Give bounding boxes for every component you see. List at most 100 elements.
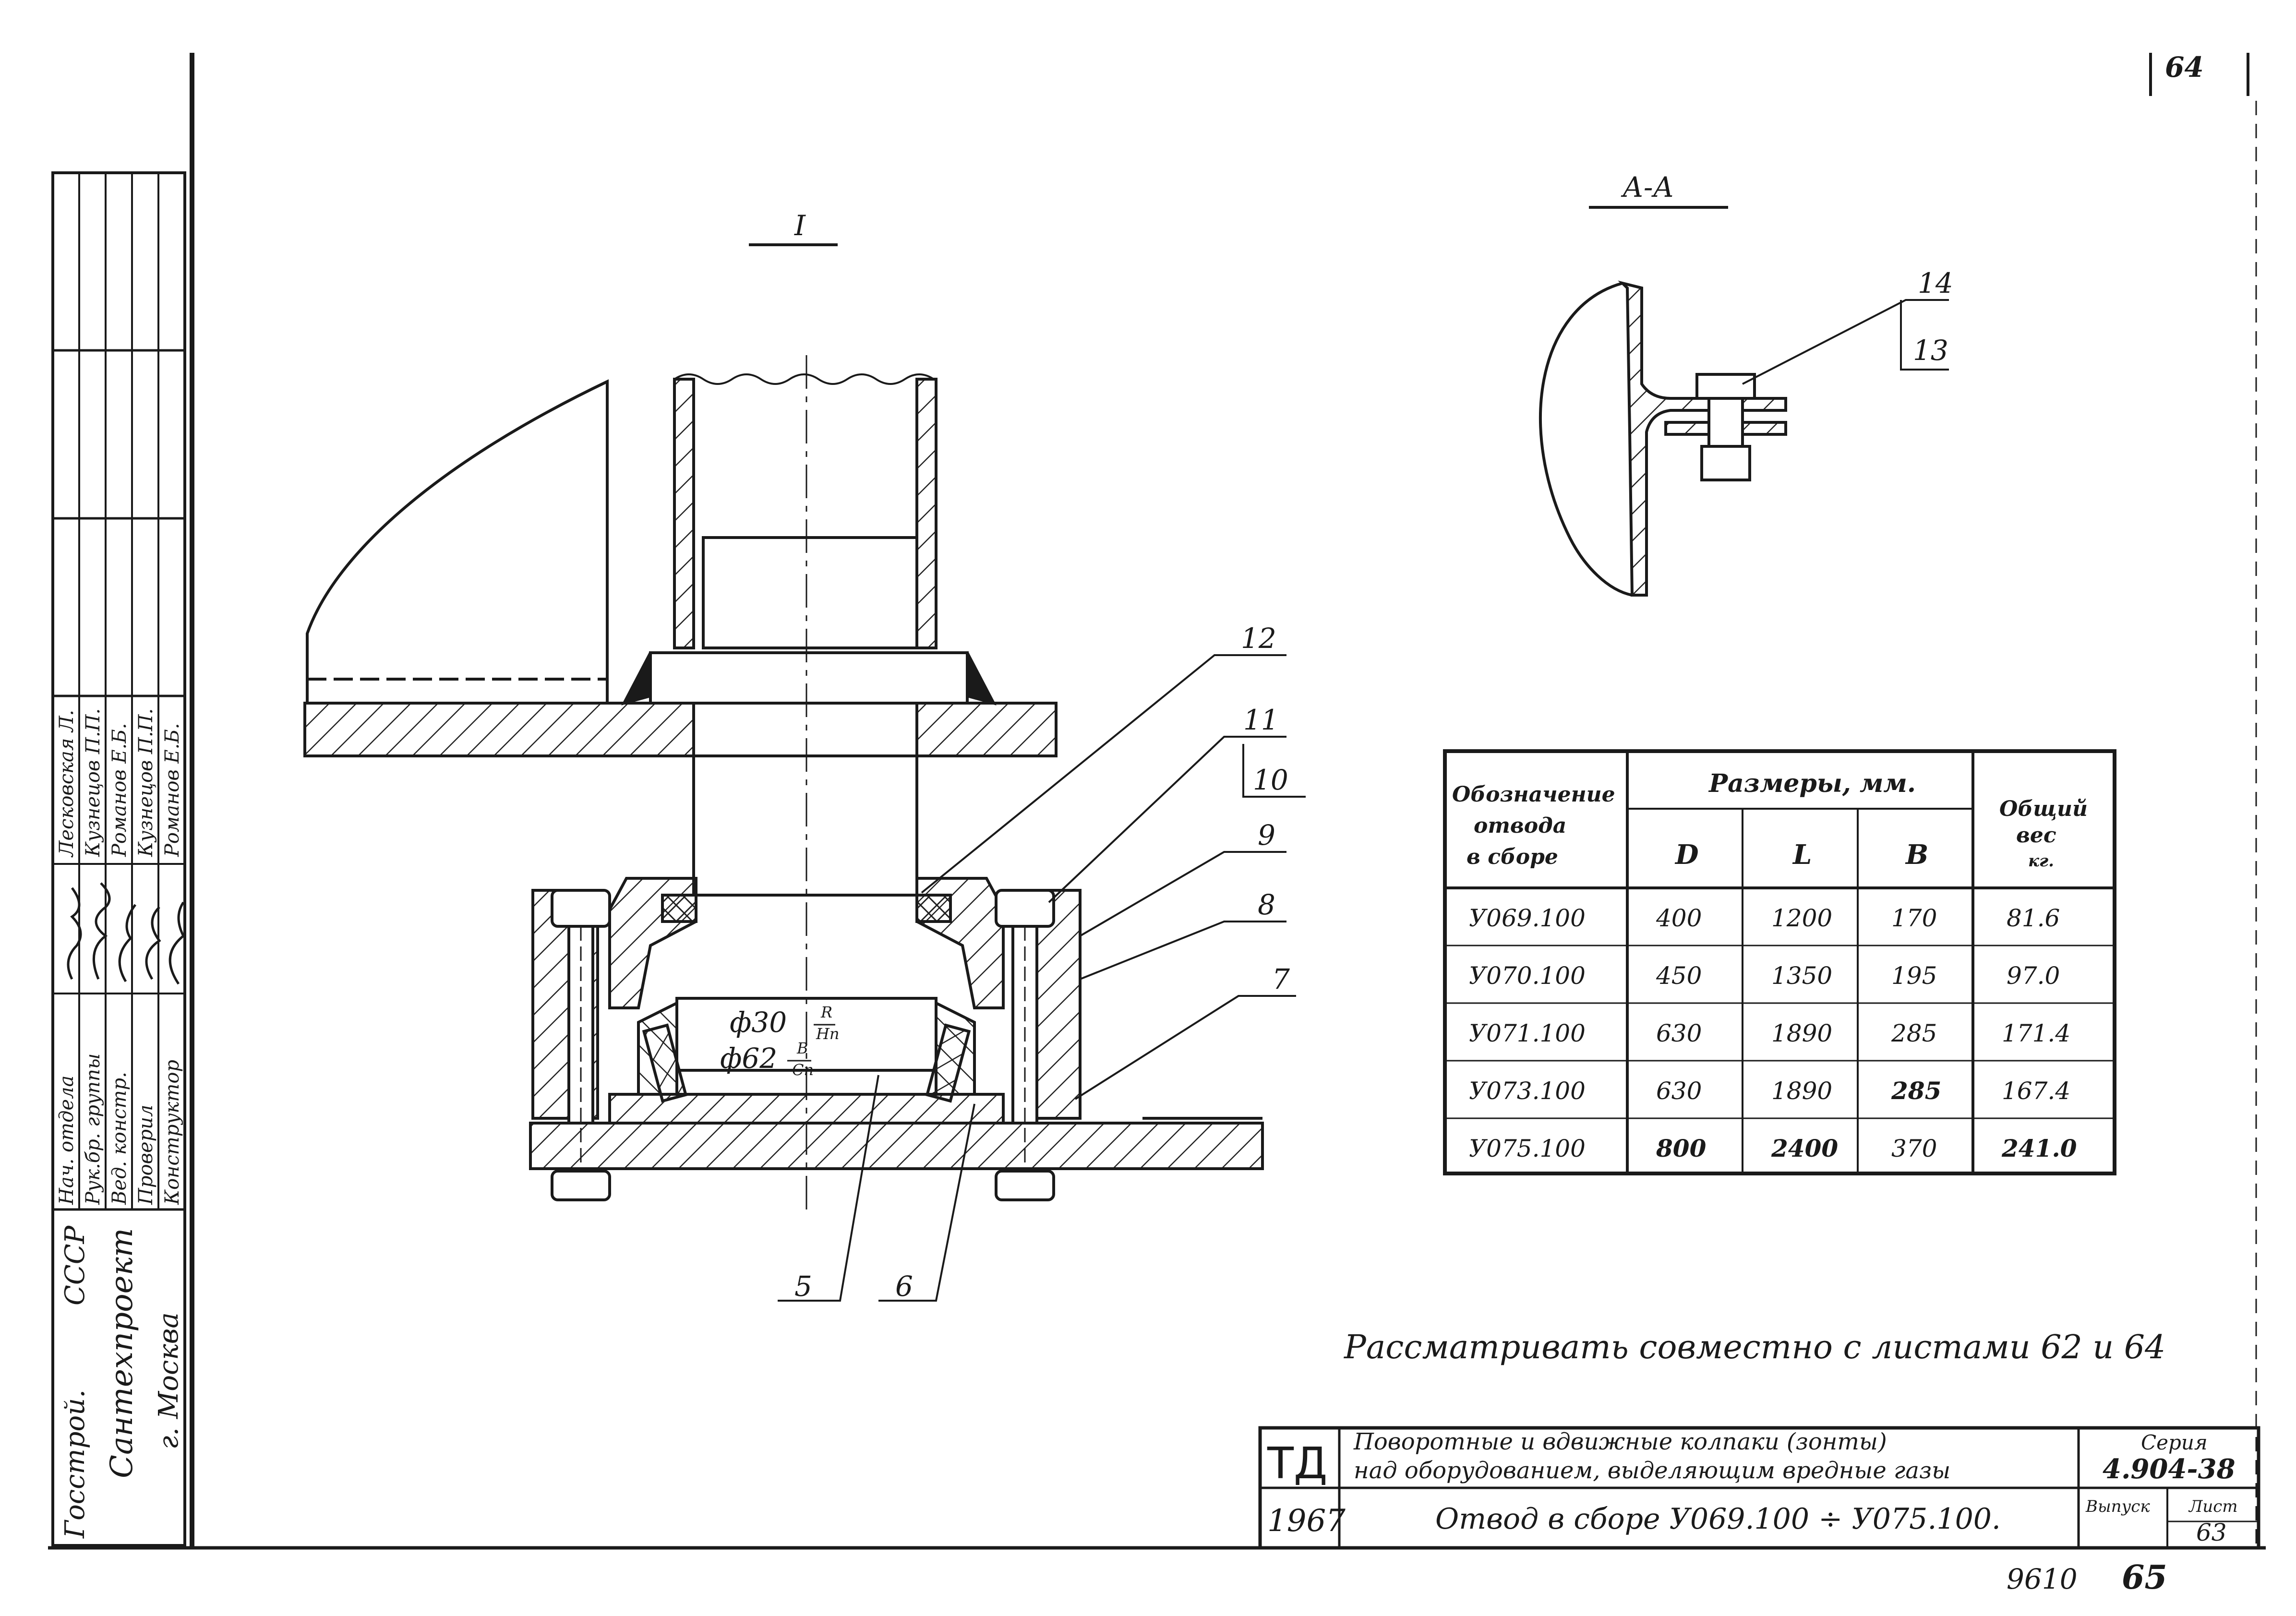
callout-11: 11 <box>1243 704 1279 736</box>
seal-right <box>915 894 952 923</box>
stamp-org-line-2: СССР <box>60 1225 91 1305</box>
stamp-role-4: Проверил <box>135 1105 157 1205</box>
shaft <box>702 536 918 649</box>
table-row-2-d: 450 <box>1656 962 1702 990</box>
title-line-2: над оборудованием, выделяющим вредные га… <box>1354 1457 1950 1484</box>
base-plate <box>303 702 1058 757</box>
table-row-4-l: 1890 <box>1771 1077 1832 1105</box>
table-row-1-d: 400 <box>1656 904 1702 932</box>
table-col-b: B <box>1905 839 1928 871</box>
table-row-2-b: 195 <box>1891 962 1937 990</box>
callout-7: 7 <box>1272 963 1290 995</box>
stamp-name-3: Романов Е.Б. <box>108 723 131 857</box>
table-header-weight-1: Общий <box>1999 797 2088 821</box>
table-row-3-d: 630 <box>1656 1019 1702 1047</box>
callout-numbers: 12 11 10 9 8 7 5 6 <box>794 622 1290 1303</box>
stamp-signatures <box>67 882 185 985</box>
table-row-5-l: 2400 <box>1771 1134 1838 1162</box>
dim-upper-fit-tol-top: R <box>820 1003 832 1021</box>
stamp-role-1: Нач. отдела <box>56 1076 78 1205</box>
section-bolt-head <box>1695 373 1756 400</box>
stamp-name-5: Романов Е.Б. <box>161 723 183 857</box>
table-row-5-d: 800 <box>1656 1134 1707 1162</box>
stamp-role-3: Вед. констр. <box>108 1072 131 1205</box>
table-row-3-l: 1890 <box>1771 1019 1832 1047</box>
table-header-dimensions: Размеры, мм. <box>1708 769 1916 798</box>
stamp-name-4: Кузнецов П.П. <box>135 708 157 857</box>
table-col-d: D <box>1674 839 1699 871</box>
callout-leaders <box>778 654 1306 1302</box>
section-leaders <box>1742 299 1949 385</box>
callout-6: 6 <box>895 1270 913 1303</box>
table-col-l: L <box>1792 839 1812 871</box>
table-row-2-l: 1350 <box>1771 962 1832 990</box>
callout-8: 8 <box>1258 888 1275 921</box>
table-row-3-weight: 171.4 <box>2002 1019 2070 1047</box>
drawing-title: Отвод в сборе У069.100 ÷ У075.100. <box>1435 1502 2001 1536</box>
table-row-4-d: 630 <box>1656 1077 1702 1105</box>
callout-10: 10 <box>1253 764 1288 796</box>
table-header-designation-1: Обозначение <box>1452 782 1615 807</box>
table-grid <box>1443 749 2116 1175</box>
callout-14: 14 <box>1918 267 1953 299</box>
series-value: 4.904-38 <box>2103 1453 2236 1485</box>
bottom-number-left: 9610 <box>2007 1563 2078 1595</box>
stamp-roles: Нач. отдела Рук.бр. группы Вед. констр. … <box>56 708 183 1205</box>
dim-lower-fit-tol-bottom: Сп <box>792 1061 814 1079</box>
callout-13: 13 <box>1913 334 1948 367</box>
stamp-org: Госстрой. СССР Сантехпроект г. Москва <box>60 1225 184 1539</box>
table-row-4-weight: 167.4 <box>2002 1077 2070 1105</box>
table-row-3-designation: У071.100 <box>1469 1019 1586 1047</box>
stamp-name-2: Кузнецов П.П. <box>82 708 104 857</box>
stamp-role-5: Конструктор <box>161 1060 183 1205</box>
sheet-label: Лист <box>2188 1497 2238 1516</box>
view-label-detail: I <box>794 209 806 242</box>
pipe-wall-left <box>673 378 695 649</box>
drawing-note: Рассматривать совместно с листами 62 и 6… <box>1343 1329 2165 1366</box>
table-header-weight-3: кг. <box>2028 851 2054 871</box>
table-header-designation-3: в сборе <box>1467 845 1558 869</box>
table-row-1-designation: У069.100 <box>1469 904 1586 932</box>
table-row-4-b: 285 <box>1891 1077 1941 1105</box>
table-row-5-b: 370 <box>1891 1135 1937 1162</box>
callout-9: 9 <box>1258 819 1275 851</box>
table-row-1-b: 170 <box>1891 904 1937 932</box>
issue-label: Выпуск <box>2085 1497 2150 1516</box>
title-year: 1967 <box>1267 1503 1346 1539</box>
stamp-org-line-3: Сантехпроект <box>104 1228 140 1478</box>
stamp-role-2: Рук.бр. группы <box>82 1053 104 1205</box>
dim-upper-fit: ф30 <box>730 1006 787 1039</box>
seal-left <box>661 894 697 923</box>
dimension-labels: ф30 R Нп ф62 В Сп <box>720 1003 840 1079</box>
title-mark: ТД <box>1267 1438 1327 1489</box>
table-row-2-designation: У070.100 <box>1469 962 1586 990</box>
table-header-weight-2: вес <box>2016 823 2056 848</box>
data-table: Обозначение отвода в сборе Размеры, мм. … <box>1443 749 2116 1175</box>
table-row-4-designation: У073.100 <box>1469 1077 1586 1105</box>
table-row-5-weight: 241.0 <box>2001 1134 2077 1162</box>
pipe-wall-right <box>915 378 938 649</box>
sheet-value: 63 <box>2196 1519 2227 1546</box>
section-shell <box>1618 280 1787 597</box>
dim-upper-fit-tol-bottom: Нп <box>816 1025 840 1043</box>
left-stamp <box>51 171 186 1547</box>
table-row-1-weight: 81.6 <box>2007 904 2060 932</box>
callout-5: 5 <box>794 1270 812 1303</box>
table-row-2-weight: 97.0 <box>2007 962 2060 990</box>
title-block <box>1258 1426 2260 1550</box>
series-label: Серия <box>2141 1431 2208 1454</box>
bottom-number-right: 65 <box>2122 1558 2167 1597</box>
table-header-designation-2: отвода <box>1474 814 1566 838</box>
stamp-org-line-1: Госстрой. <box>60 1389 91 1539</box>
dim-lower-fit: ф62 <box>720 1042 777 1075</box>
hood-sheet <box>306 379 609 705</box>
table-row-5-designation: У075.100 <box>1469 1135 1586 1162</box>
view-label-section: А-А <box>1621 171 1674 203</box>
stamp-org-line-4: г. Москва <box>153 1312 184 1449</box>
table-row-1-l: 1200 <box>1771 904 1832 932</box>
section-body-outline <box>1539 282 1633 597</box>
detail-view <box>303 355 1264 1209</box>
callout-12: 12 <box>1241 622 1276 655</box>
section-view <box>1539 280 1787 597</box>
sheet-number-top: 64 <box>2165 51 2204 84</box>
